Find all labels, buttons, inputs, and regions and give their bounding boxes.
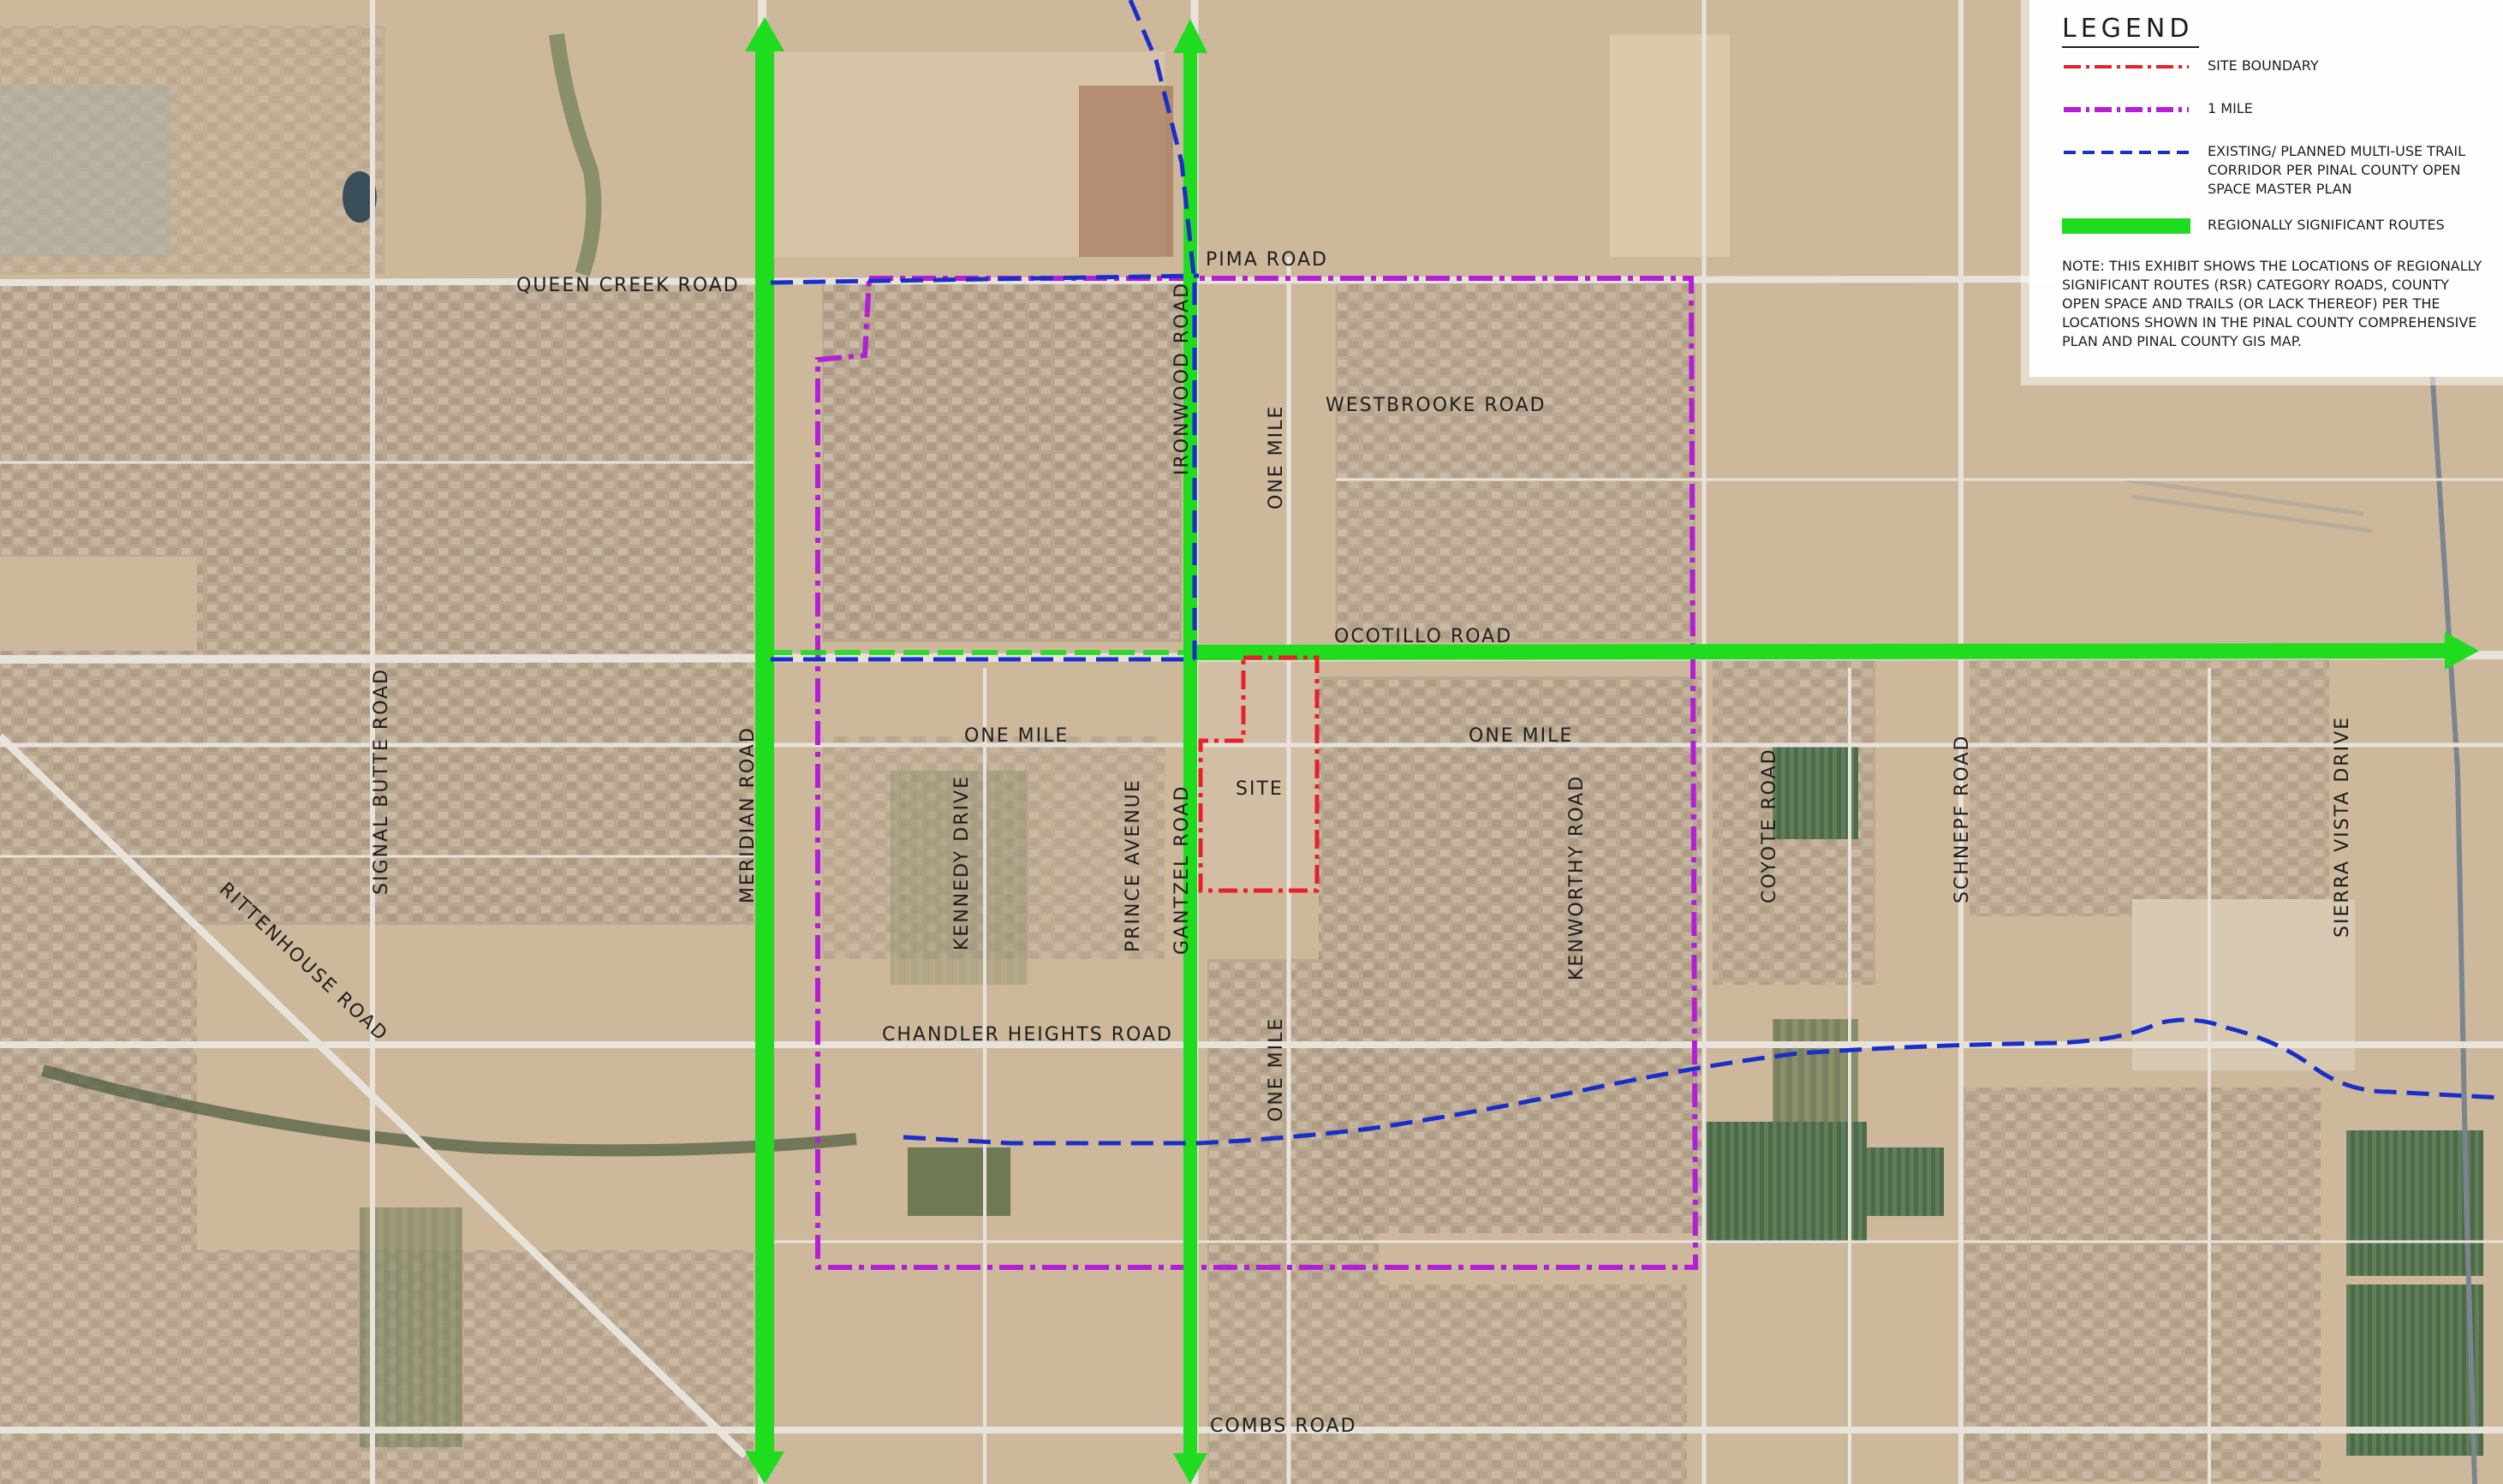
rsr-arrow-east-ocotillo [2445,632,2479,670]
field [1704,1122,1867,1242]
label-sierra-vista-drive: SIERRA VISTA DRIVE [2332,716,2353,938]
res-block [1207,959,1379,1284]
legend-label-rsr: REGIONALLY SIGNIFICANT ROUTES [2208,217,2445,233]
airstrip [2123,477,2373,533]
legend-note: NOTE: THIS EXHIBIT SHOWS THE LOCATIONS O… [2062,258,2482,349]
label-chandler-heights-road: CHANDLER HEIGHTS ROAD [882,1024,1173,1046]
rsr-arrow-north-ironwood [1173,19,1207,53]
pond [343,171,377,223]
label-one-mile-right: ONE MILE [1469,725,1573,747]
field [908,1147,1010,1216]
res-block [0,26,385,274]
one-mile-boundary [815,276,1699,1270]
rsr-arrow-south-ironwood [1173,1453,1207,1484]
label-kenworthy-road: KENWORTHY ROAD [1566,775,1588,980]
label-one-mile-top: ONE MILE [1266,405,1287,510]
label-prince-avenue: PRINCE AVENUE [1123,778,1144,952]
res-block [1207,1284,1687,1484]
trail-corridors [770,0,2503,1146]
legend-swatch-one-mile [2064,107,2189,112]
legend-label-site-boundary: SITE BOUNDARY [2208,57,2319,74]
label-combs-road: COMBS ROAD [1210,1415,1357,1437]
label-ocotillo-road: OCOTILLO ROAD [1334,626,1512,647]
residential-areas [0,26,2329,1484]
rsr-arrow-north-meridian [745,17,784,51]
res-block [1970,659,2329,916]
label-signal-butte-road: SIGNAL BUTTE ROAD [371,668,392,895]
res-block [1319,676,1704,1233]
field [360,1207,462,1447]
res-block [0,283,754,557]
wash-corridor [41,1064,857,1157]
legend-label-trail: EXISTING/ PLANNED MULTI-USE TRAIL CORRID… [2208,143,2465,197]
field [1867,1147,1944,1216]
res-block [0,651,197,1250]
golf-greenbelt [549,33,602,277]
legend-title: LEGEND [2062,14,2194,44]
field [1079,86,1173,257]
field [1610,34,1730,257]
trail-northwest [1128,0,1197,283]
label-one-mile-left: ONE MILE [964,725,1069,747]
legend-swatch-site-boundary [2064,65,2189,69]
legend-swatch-trail [2064,151,2189,154]
label-coyote-road: COYOTE ROAD [1759,748,1780,903]
agricultural-fields [0,34,2483,1456]
field [2346,1130,2483,1276]
label-one-mile-bottom: ONE MILE [1266,1017,1287,1122]
canal [2429,367,2477,1484]
res-block [1961,1088,2321,1481]
res-block [1336,283,1695,642]
label-meridian-road: MERIDIAN ROAD [737,726,759,903]
site-boundary [1198,655,1320,893]
label-westbrooke-road: WESTBROOKE ROAD [1326,395,1546,416]
site-parcel [1199,659,1319,891]
trail-queen-creek [770,273,1200,285]
field [0,86,171,257]
label-kennedy-drive: KENNEDY DRIVE [951,775,973,951]
regionally-significant-routes [745,17,2479,1484]
label-schnepf-road: SCHNEPF ROAD [1952,735,1973,903]
legend-swatch-rsr [2062,218,2190,234]
res-block [197,548,754,925]
rsr-ocotillo [1194,643,2458,660]
trail-wash [903,1017,2503,1146]
legend-label-one-mile: 1 MILE [2208,100,2253,116]
legend-panel: LEGEND SITE BOUNDARY 1 MILE EXISTING/ PL… [2029,0,2503,377]
label-queen-creek-road: QUEEN CREEK ROAD [516,275,740,296]
label-pima-road: PIMA ROAD [1206,249,1328,271]
rsr-arrow-south-meridian [745,1451,784,1484]
field [1773,745,1858,839]
legend-title-rule [2062,46,2199,48]
res-block [822,283,1182,642]
label-gantzel-road: GANTZEL ROAD [1171,785,1193,955]
label-site: SITE [1236,778,1284,800]
label-ironwood-road: IRONWOOD ROAD [1171,282,1193,475]
field [891,771,1028,985]
